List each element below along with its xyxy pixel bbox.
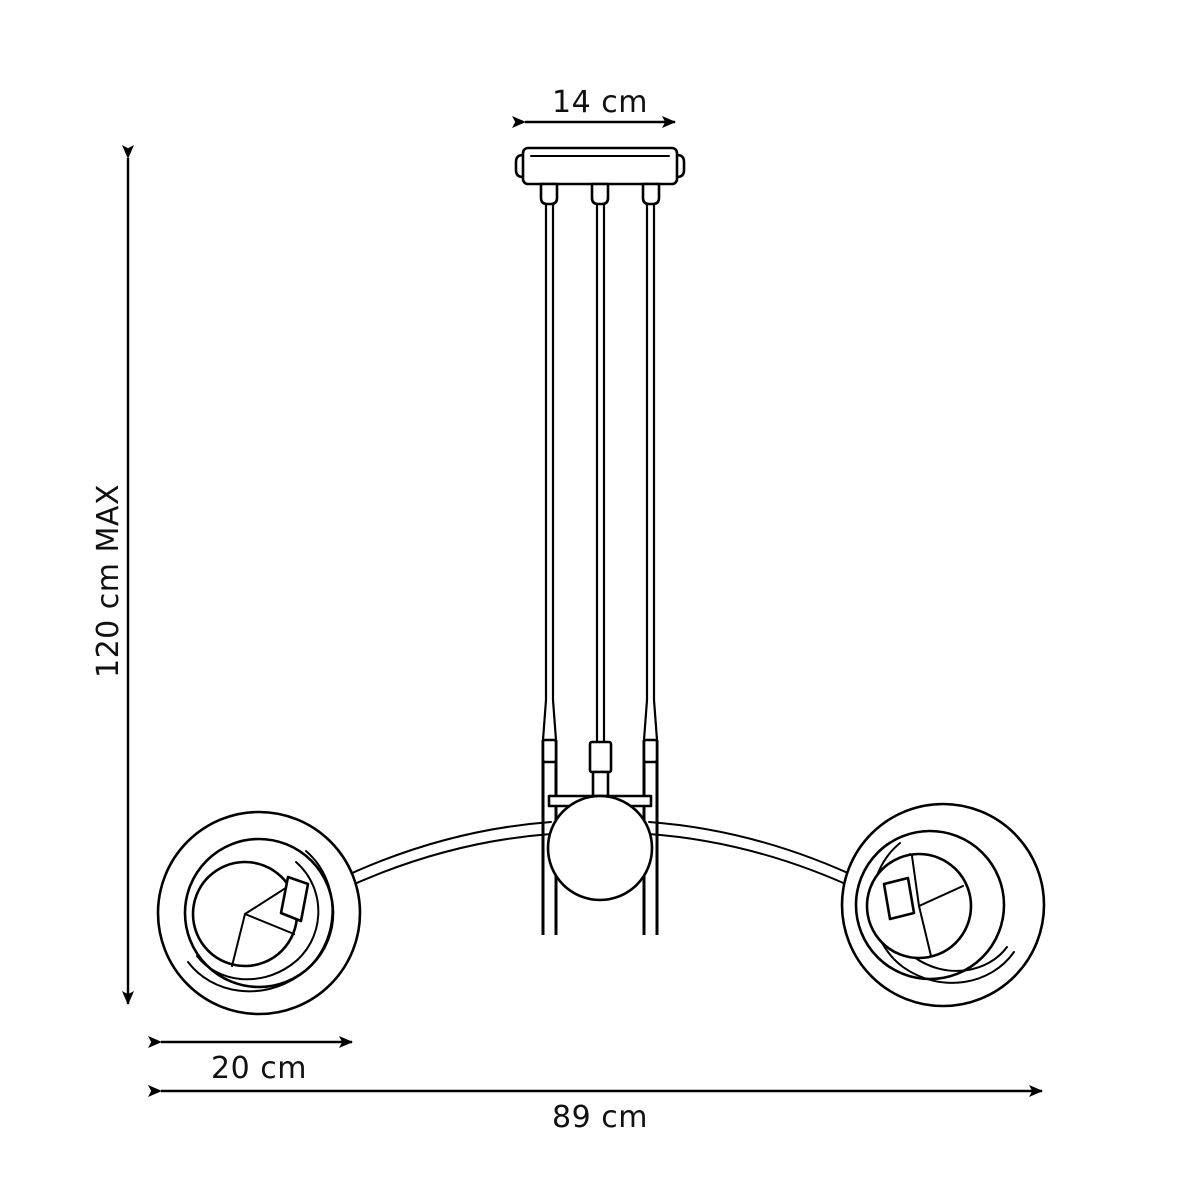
curved-arm-left-top xyxy=(336,821,552,881)
cable-socket-left xyxy=(539,182,559,206)
curved-arm-left-bottom xyxy=(336,833,552,893)
dimension-overall-width: 89 cm xyxy=(148,1085,1043,1135)
shade-right-facet-seam-a xyxy=(911,855,920,907)
canopy-nub-left xyxy=(514,153,525,179)
canopy-nub-right xyxy=(675,153,686,179)
cable-right-inner xyxy=(642,204,649,741)
shade-left-facet-seam-a xyxy=(244,883,293,915)
cable-socket-right xyxy=(641,182,661,206)
center-lamp-socket xyxy=(588,740,613,798)
center-globe-bulb xyxy=(546,794,654,902)
shade-right-facet-seam-c xyxy=(918,905,932,957)
cable-left-outer xyxy=(551,204,558,741)
support-rods xyxy=(541,738,659,935)
overall-width-label: 89 cm xyxy=(552,1100,648,1135)
curved-arm-right-bottom xyxy=(648,833,864,893)
shade-left-spiral-outer xyxy=(187,850,334,993)
canopy-width-label: 14 cm xyxy=(552,85,648,120)
ceiling-canopy-plate xyxy=(514,146,686,206)
shade-width-label: 20 cm xyxy=(211,1051,307,1086)
spiral-shade-right xyxy=(840,802,1046,1008)
rod-right-ferrule xyxy=(642,738,659,764)
shade-left-center-plate xyxy=(279,875,310,923)
cable-socket-center xyxy=(590,182,610,206)
cable-left-inner xyxy=(541,204,548,741)
spiral-shade-left xyxy=(156,810,362,1016)
rod-left-ferrule xyxy=(541,738,558,764)
canopy-body xyxy=(521,146,679,186)
center-globe-sphere xyxy=(546,794,654,902)
shade-left-facet-seam-b xyxy=(244,913,295,935)
shade-right-facet-seam-b xyxy=(918,885,964,907)
dimension-max-height: 120 cm MAX xyxy=(91,145,134,1005)
cable-right-outer xyxy=(652,204,659,741)
max-height-label: 120 cm MAX xyxy=(91,484,126,678)
suspension-cables xyxy=(541,204,659,742)
dimension-canopy-width: 14 cm xyxy=(512,85,676,128)
shade-right-center-plate xyxy=(882,876,916,921)
socket-collar xyxy=(588,740,613,774)
dimension-shade-width: 20 cm xyxy=(148,1036,353,1086)
shade-left-spiral-inner xyxy=(196,861,320,981)
socket-neck xyxy=(591,770,610,798)
curved-arm-right-top xyxy=(648,821,864,881)
shade-left-facet-seam-c xyxy=(231,913,246,967)
